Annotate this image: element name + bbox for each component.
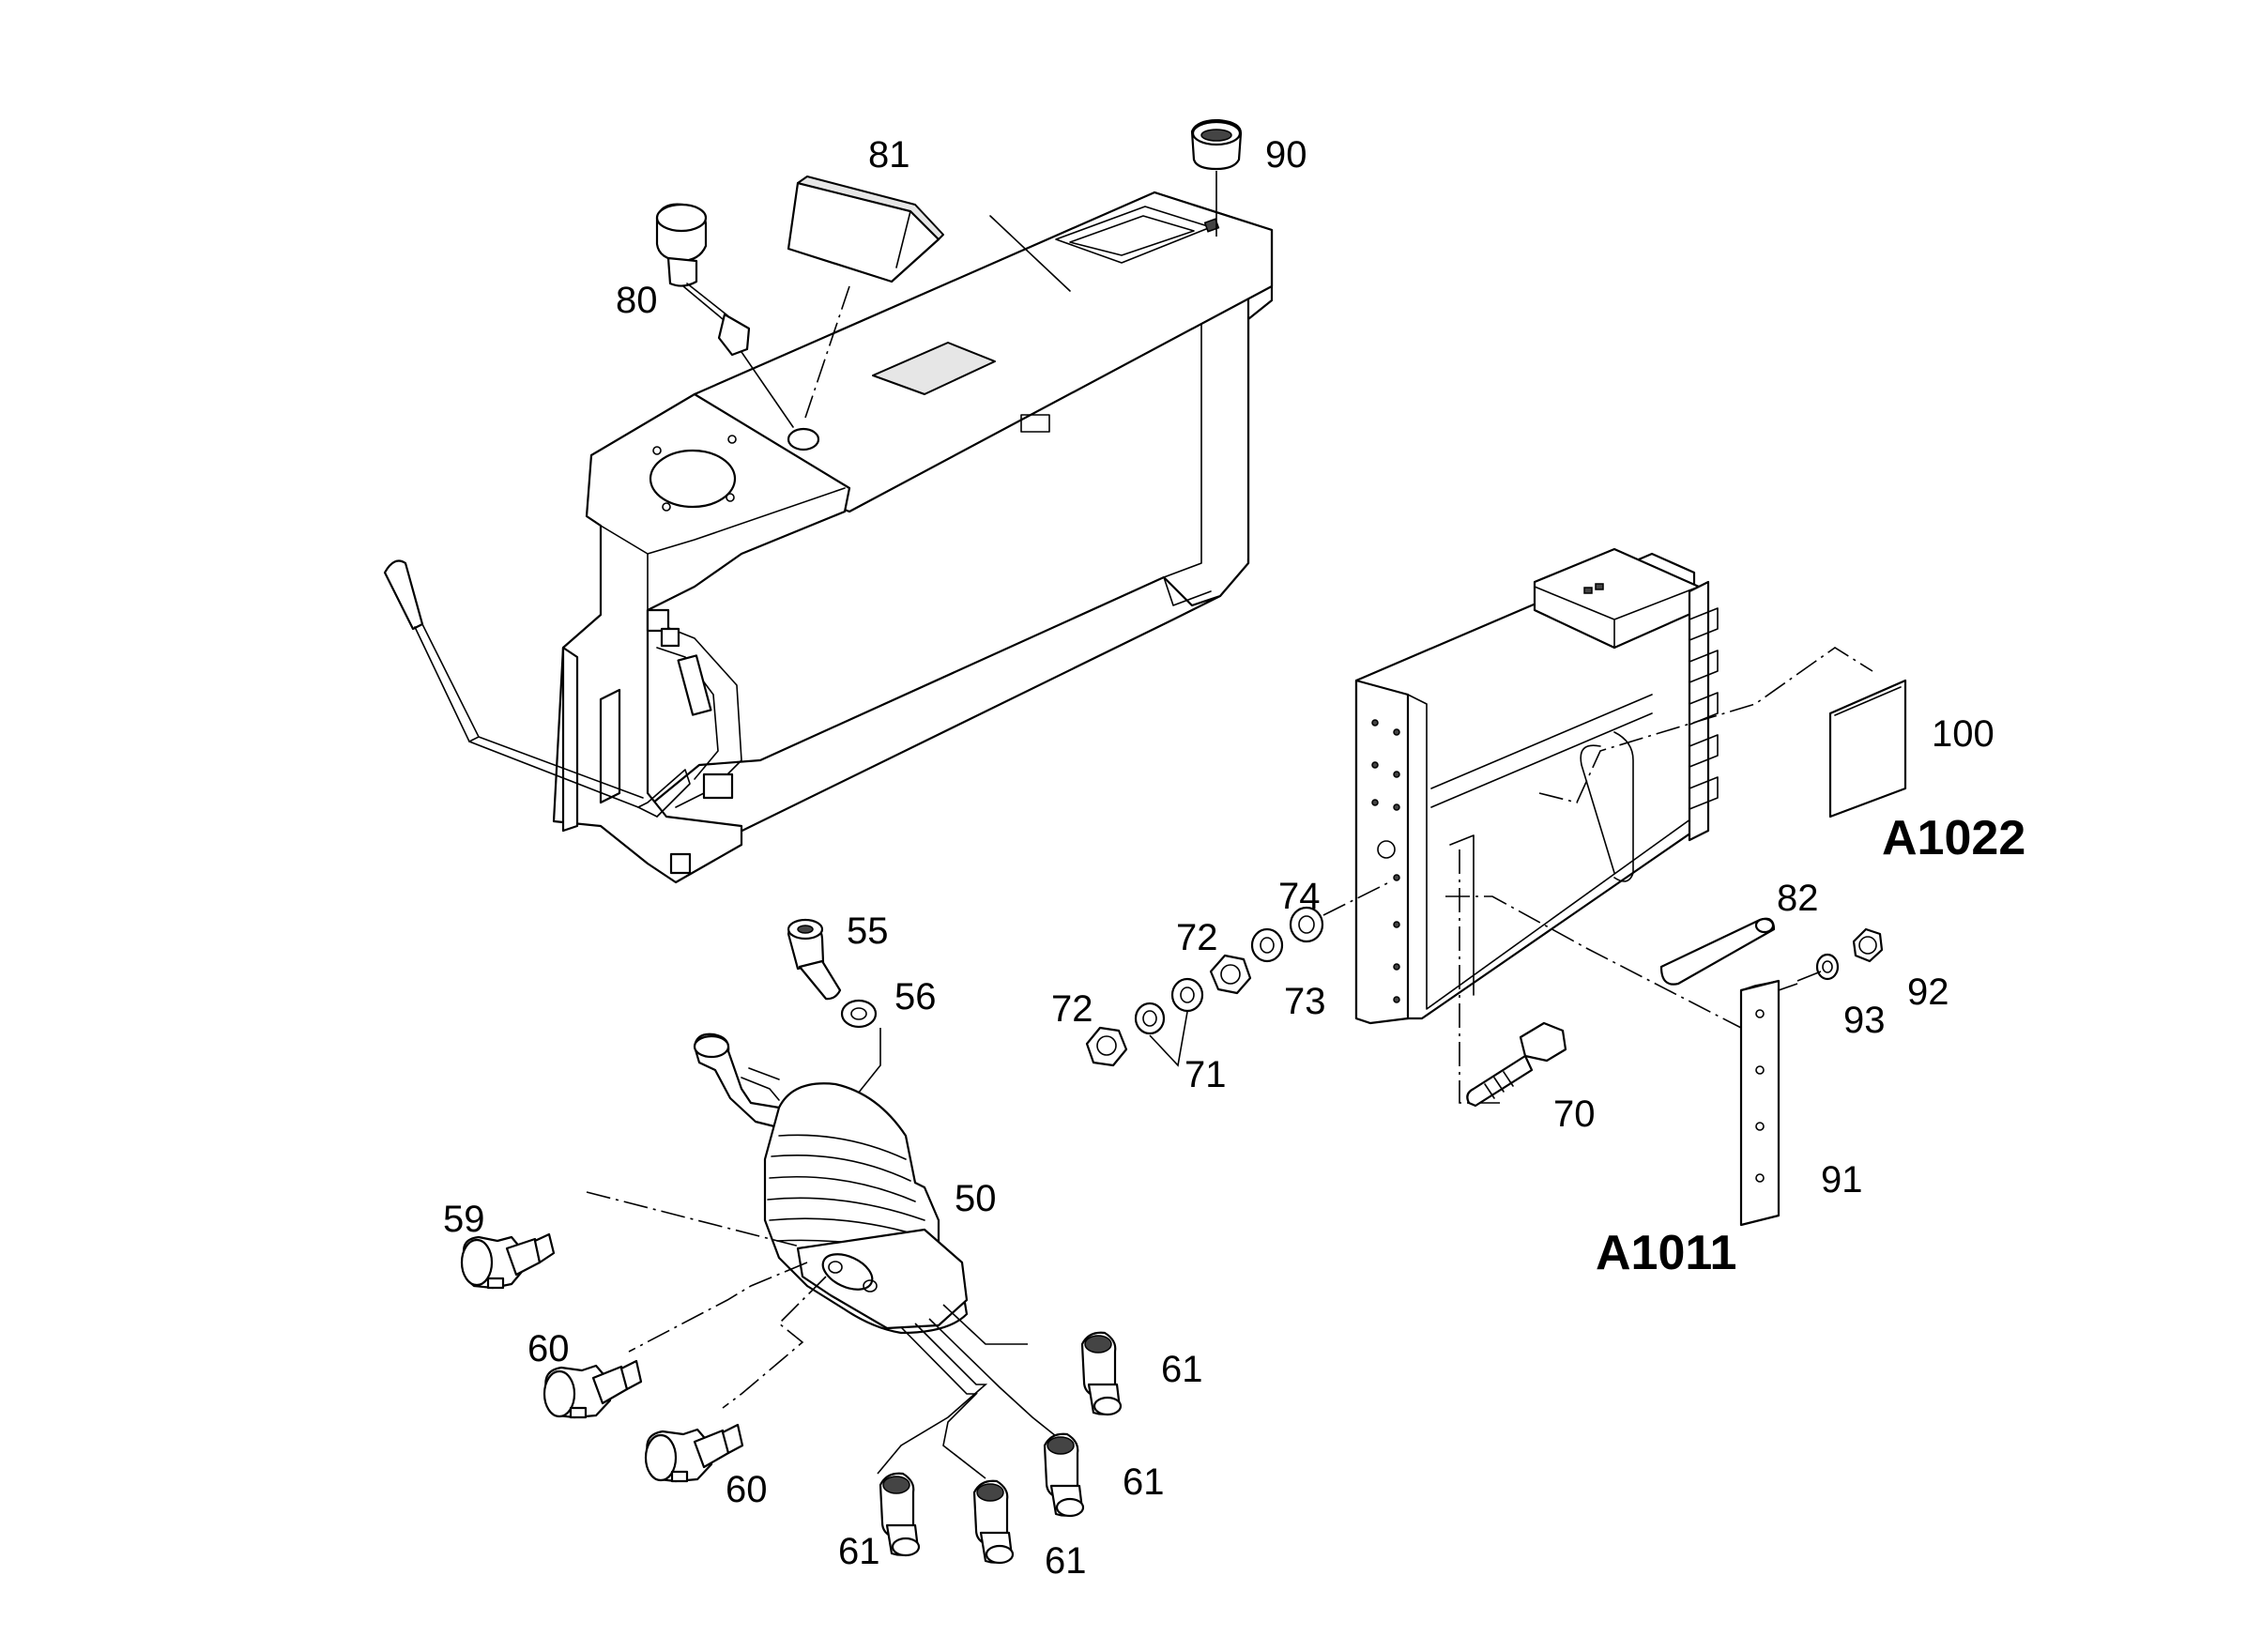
part-90-cap xyxy=(1190,118,1243,237)
part-100-plate xyxy=(1828,679,1907,818)
callout-73: 73 xyxy=(1284,981,1326,1022)
part-93-washer xyxy=(1796,953,1840,982)
callout-71: 71 xyxy=(1184,1054,1227,1095)
callout-59: 59 xyxy=(443,1199,485,1240)
callout-50: 50 xyxy=(955,1178,997,1219)
reference-a1011: A1011 xyxy=(1596,1226,1736,1280)
callout-labels: 81 90 80 55 56 50 59 60 60 61 61 61 61 7… xyxy=(443,134,2025,1582)
part-91-strip xyxy=(1739,979,1798,1227)
part-50-joystick xyxy=(586,1032,1057,1479)
callout-60-a: 60 xyxy=(527,1328,570,1369)
part-71-washers xyxy=(1134,977,1204,1067)
part-61-fitting-b xyxy=(1043,1432,1085,1518)
part-60-valve-b xyxy=(644,1423,744,1483)
part-74-washer xyxy=(1289,881,1390,943)
callout-56: 56 xyxy=(894,976,937,1017)
callout-72-b: 72 xyxy=(1176,917,1218,958)
callout-82: 82 xyxy=(1777,878,1819,919)
part-56-washer xyxy=(840,999,881,1099)
part-72-nut-upper xyxy=(1209,954,1252,995)
callout-80: 80 xyxy=(616,280,658,321)
callout-93: 93 xyxy=(1843,1000,1886,1041)
part-70-bolt xyxy=(1466,1021,1567,1108)
part-59-valve xyxy=(460,1232,556,1290)
callout-72-a: 72 xyxy=(1051,988,1093,1030)
callout-55: 55 xyxy=(847,910,889,952)
unit-a1011 xyxy=(1354,547,1873,1104)
part-61-fitting-a xyxy=(1080,1331,1123,1416)
callout-61-c: 61 xyxy=(838,1531,880,1572)
callout-81: 81 xyxy=(868,134,910,176)
console-frame xyxy=(383,191,1274,884)
callout-60-b: 60 xyxy=(726,1469,768,1510)
part-55-bolt xyxy=(787,918,842,1001)
part-61-fitting-d xyxy=(972,1479,1015,1565)
part-61-fitting-c xyxy=(879,1472,921,1557)
callout-61-a: 61 xyxy=(1161,1349,1203,1390)
callout-74: 74 xyxy=(1278,876,1321,917)
reference-a1022: A1022 xyxy=(1882,811,2025,865)
callout-92: 92 xyxy=(1907,971,1949,1013)
callout-91: 91 xyxy=(1821,1159,1863,1201)
callout-70: 70 xyxy=(1553,1094,1596,1135)
callout-100: 100 xyxy=(1932,713,1995,755)
callout-61-d: 61 xyxy=(1045,1540,1087,1582)
part-82-pin xyxy=(1659,917,1776,986)
callout-61-b: 61 xyxy=(1123,1461,1165,1503)
part-80-push-button xyxy=(655,203,794,428)
part-81-cover xyxy=(787,176,944,419)
part-73-washer xyxy=(1250,927,1284,963)
part-92-nut xyxy=(1852,927,1884,963)
callout-90: 90 xyxy=(1265,134,1307,176)
part-72-nut-lower xyxy=(1085,1026,1128,1067)
part-60-valve-a xyxy=(543,1359,643,1419)
